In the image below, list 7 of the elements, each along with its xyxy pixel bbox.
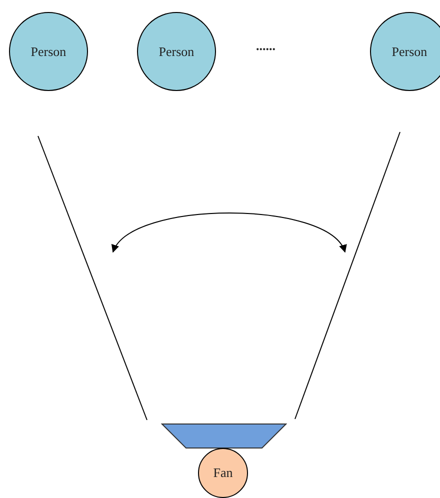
node-label: Fan: [213, 465, 233, 481]
screen-trapezoid: [161, 423, 287, 449]
fan-circle: [198, 448, 248, 498]
ellipsis-label: ......: [256, 38, 276, 54]
node-label: Person: [158, 44, 194, 60]
node-label: Person: [392, 44, 428, 60]
node-label: Person: [30, 44, 66, 60]
